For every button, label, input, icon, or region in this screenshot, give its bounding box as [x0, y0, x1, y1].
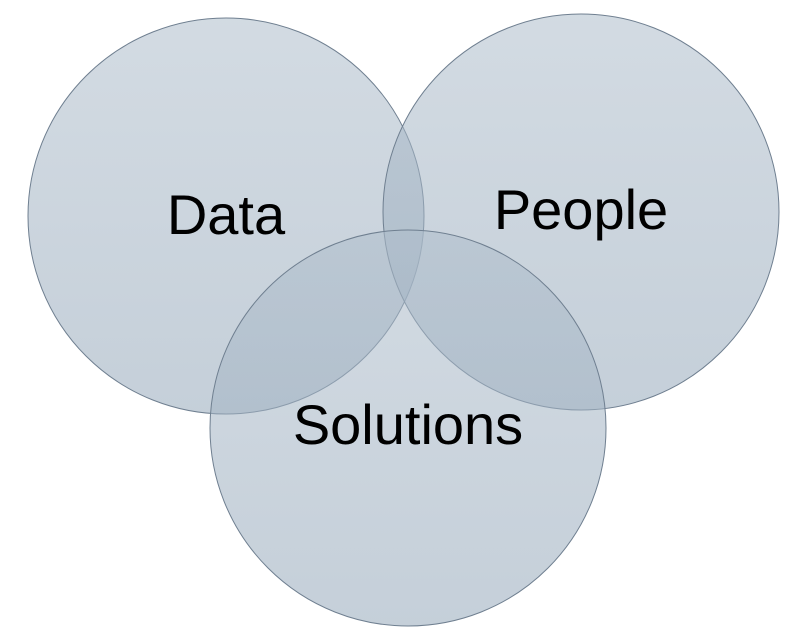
solutions-circle [209, 229, 607, 627]
solutions-label: Solutions [293, 393, 523, 456]
people-label: People [494, 178, 668, 241]
data-label: Data [167, 183, 286, 246]
